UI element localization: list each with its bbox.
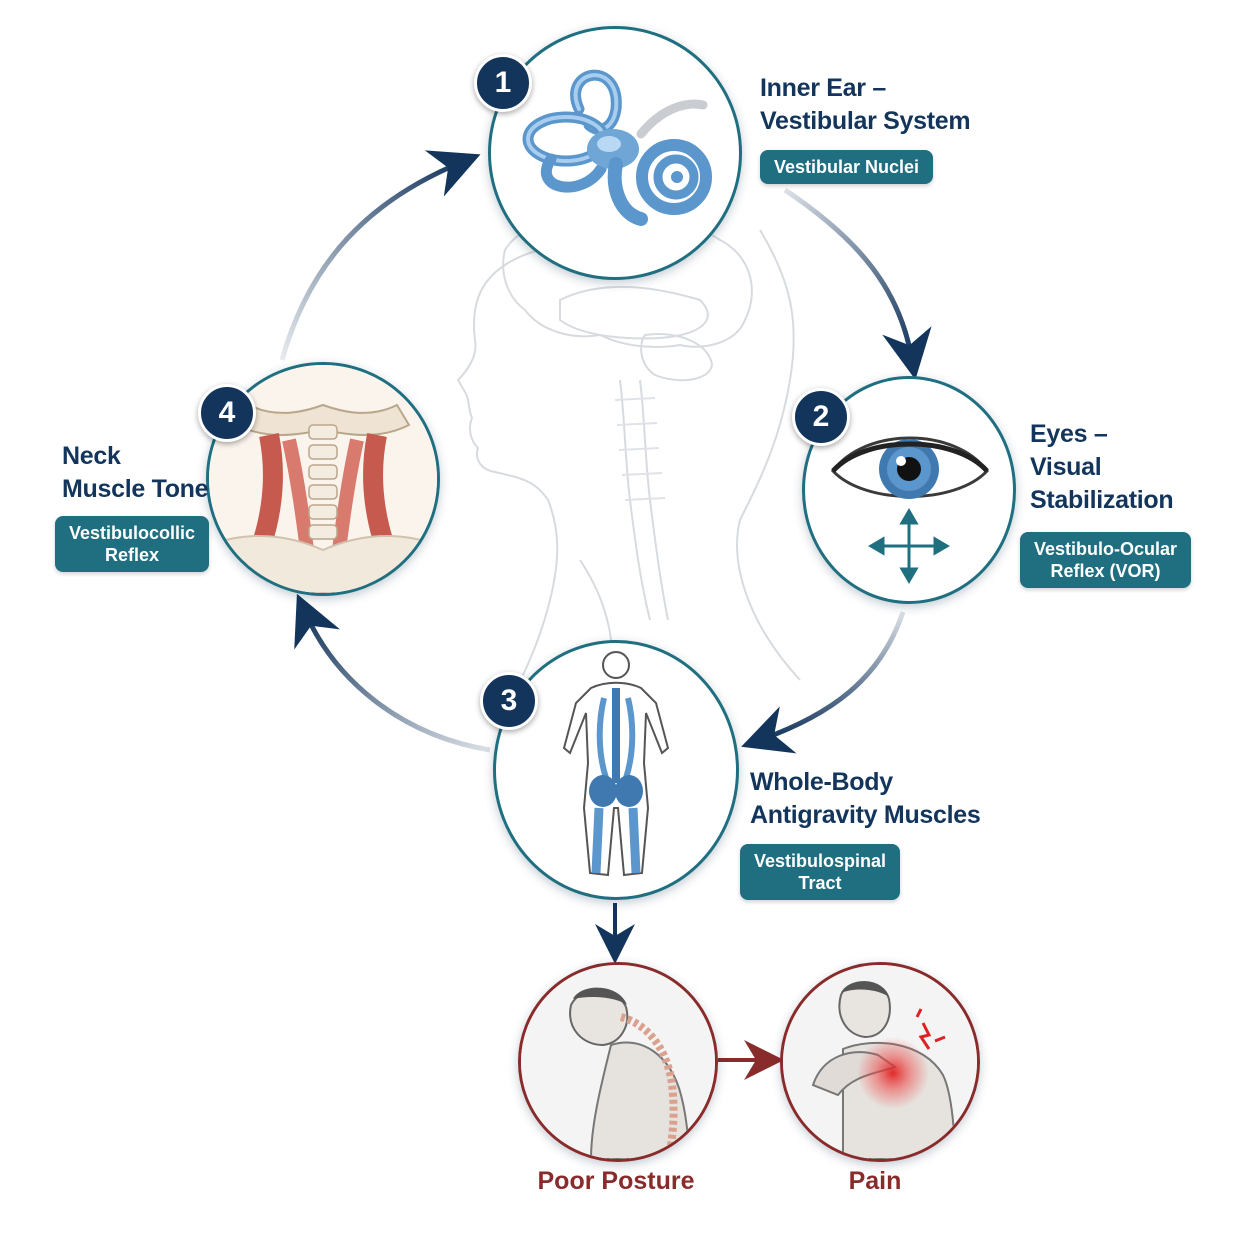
arrow-2-to-3: [741, 611, 906, 754]
node-3-tag: Vestibulospinal Tract: [740, 844, 901, 900]
step-badge-4: 4: [198, 384, 256, 442]
outcome-pain-label: Pain: [848, 1167, 902, 1195]
pain-spark-icon: [915, 1008, 946, 1050]
outcome-pain: [780, 962, 980, 1162]
poor-posture-illustration: [521, 965, 715, 1159]
inner-ear-illustration: [522, 69, 712, 226]
movement-arrows-icon: [868, 508, 950, 584]
body-muscles-illustration: [562, 651, 670, 877]
node-whole-body: [493, 640, 739, 900]
pain-illustration: [783, 965, 977, 1159]
step-badge-2: 2: [792, 388, 850, 446]
arrow-1-to-2: [783, 187, 932, 380]
eye-illustration: [831, 436, 989, 584]
node-4-title: Neck Muscle Tone: [62, 442, 209, 503]
step-badge-1: 1: [474, 54, 532, 112]
outcome-poor-posture: [518, 962, 718, 1162]
neck-muscles-illustration: [209, 365, 437, 593]
node-1-tag: Vestibular Nuclei: [760, 150, 934, 184]
outcome-poor-posture-label: Poor Posture: [537, 1167, 695, 1195]
node-3-title: Whole-Body Antigravity Muscles: [750, 768, 981, 829]
arrow-4-to-1: [279, 150, 481, 361]
node-1-title: Inner Ear – Vestibular System: [760, 74, 971, 135]
node-inner-ear: [488, 26, 742, 280]
node-2-tag: Vestibulo-Ocular Reflex (VOR): [1020, 532, 1192, 588]
node-neck: [206, 362, 440, 596]
node-4-tag: Vestibulocollic Reflex: [55, 516, 210, 572]
arrow-3-to-4: [294, 593, 491, 753]
step-badge-3: 3: [480, 672, 538, 730]
node-2-title: Eyes – Visual Stabilization: [1030, 420, 1174, 514]
